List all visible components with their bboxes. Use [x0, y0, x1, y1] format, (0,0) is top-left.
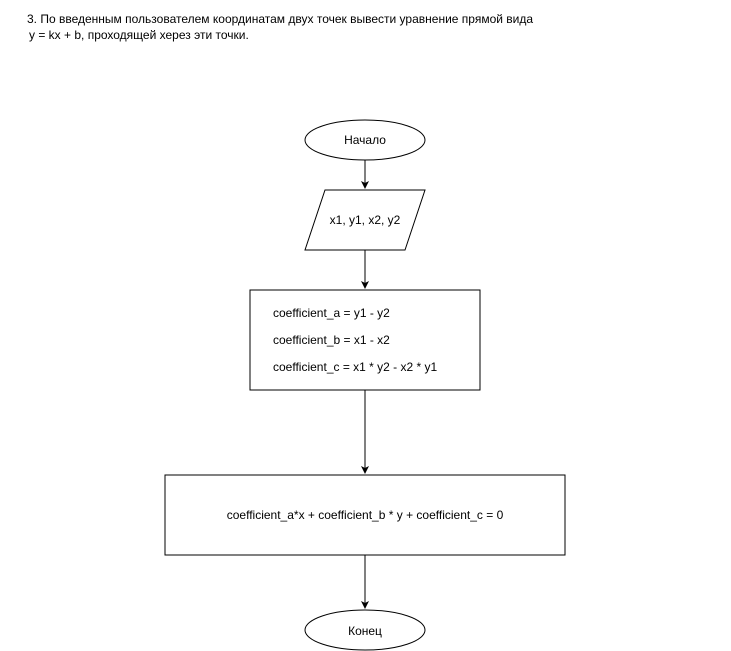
input-block: x1, y1, x2, y2	[304, 189, 426, 251]
task-statement-line-1: 3. По введенным пользователем координата…	[27, 12, 534, 26]
start-label: Начало	[344, 133, 386, 147]
start-terminator: Начало	[304, 119, 426, 161]
process-line-c: coefficient_c = x1 * y2 - x2 * y1	[273, 360, 438, 374]
output-block: coefficient_a*x + coefficient_b * y + co…	[164, 474, 566, 556]
output-label: coefficient_a*x + coefficient_b * y + co…	[227, 508, 504, 522]
input-label: x1, y1, x2, y2	[330, 213, 401, 227]
task-statement-line-2: y = kx + b, проходящей херез эти точки.	[29, 28, 249, 42]
end-terminator: Конец	[304, 609, 426, 651]
process-block: coefficient_a = y1 - y2 coefficient_b = …	[249, 289, 481, 391]
process-line-a: coefficient_a = y1 - y2	[273, 306, 390, 320]
process-line-b: coefficient_b = x1 - x2	[273, 333, 390, 347]
end-label: Конец	[348, 624, 382, 638]
